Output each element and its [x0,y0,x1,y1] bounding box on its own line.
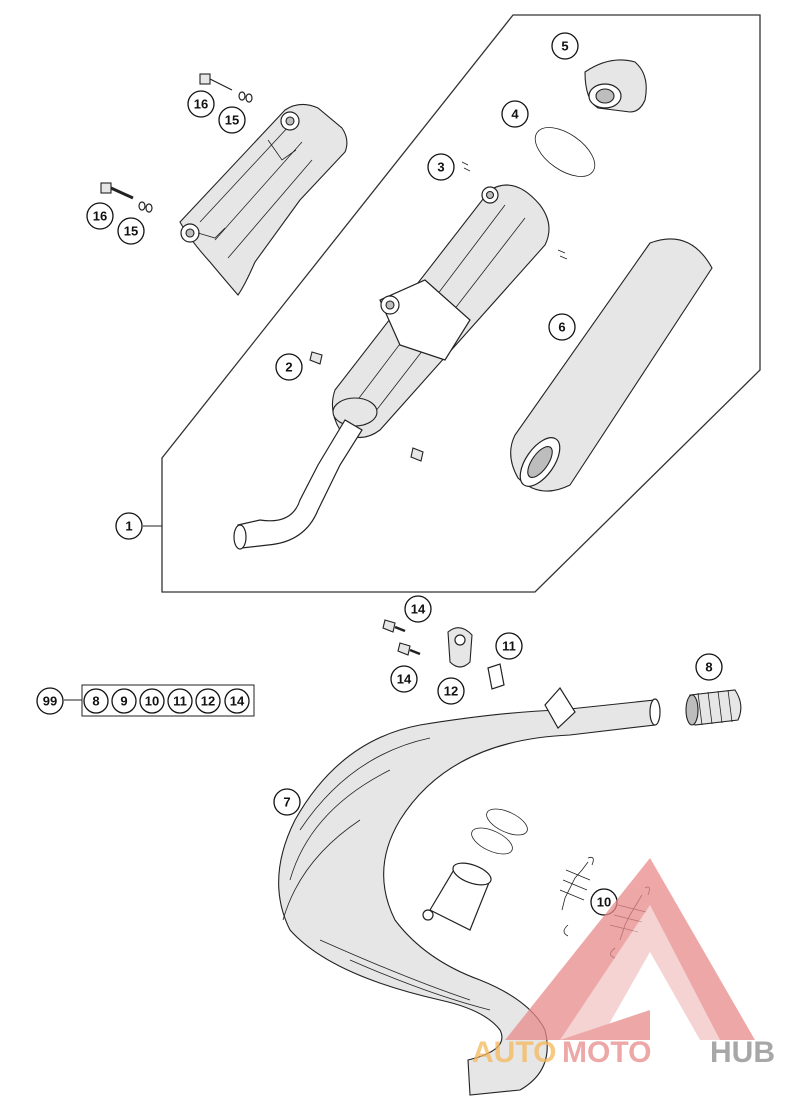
callout-3[interactable]: 3 [427,153,455,181]
svg-text:6: 6 [558,320,565,335]
svg-text:8: 8 [705,660,712,675]
svg-text:8: 8 [92,694,99,709]
svg-text:14: 14 [411,602,426,617]
callout-11[interactable]: 11 [495,632,523,660]
kit-item-12[interactable]: 12 [195,688,221,714]
svg-text:10: 10 [597,895,611,910]
svg-text:10: 10 [145,694,159,709]
o-ring [534,127,596,177]
callout-2[interactable]: 2 [275,353,303,381]
callout-5[interactable]: 5 [551,32,579,60]
svg-text:15: 15 [225,113,239,128]
svg-text:4: 4 [511,107,519,122]
bolt-upper [199,73,253,103]
kit-item-14[interactable]: 14 [224,688,250,714]
leader-lines [64,525,162,701]
watermark-logo: AUTO MOTO HUB [472,858,775,1069]
heat-shield [179,103,348,296]
callout-6[interactable]: 6 [548,313,576,341]
callout-99[interactable]: 99 [36,687,64,715]
kit-item-8[interactable]: 8 [83,688,109,714]
callout-16-upper[interactable]: 16 [187,90,215,118]
watermark-text-moto: MOTO [562,1036,651,1069]
callout-14-lower[interactable]: 14 [390,665,418,693]
gasket-upper [486,808,528,836]
kit-item-10[interactable]: 10 [139,688,165,714]
silencer-assembly-outline [161,14,761,593]
end-cap [584,59,647,113]
callout-12[interactable]: 12 [437,677,465,705]
silencer-body [233,184,550,550]
callout-16-lower[interactable]: 16 [86,202,114,230]
callout-14-upper[interactable]: 14 [404,595,432,623]
watermark-text-hub: HUB [710,1036,775,1069]
bracket-screws [382,619,421,656]
watermark-triangle [505,858,755,1040]
callout-8[interactable]: 8 [695,653,723,681]
rubber-sleeve [685,689,742,726]
svg-text:11: 11 [173,694,187,709]
clips [461,161,568,260]
callout-4[interactable]: 4 [501,100,529,128]
svg-text:3: 3 [437,160,444,175]
bracket-clamp [447,627,473,668]
svg-text:7: 7 [283,795,290,810]
svg-text:11: 11 [502,639,516,654]
kit-item-11[interactable]: 11 [167,688,193,714]
svg-text:12: 12 [444,684,458,699]
header-pipe [278,686,661,1096]
callout-15-lower[interactable]: 15 [117,217,145,245]
callout-7[interactable]: 7 [273,788,301,816]
silencer-tube [510,238,713,492]
svg-text:12: 12 [201,694,215,709]
svg-text:14: 14 [397,672,412,687]
svg-text:99: 99 [43,694,57,709]
svg-text:15: 15 [124,224,138,239]
svg-text:9: 9 [120,694,127,709]
spring-clip [487,663,505,690]
svg-text:16: 16 [93,209,107,224]
svg-text:14: 14 [230,694,245,709]
callout-1[interactable]: 1 [115,512,143,540]
bolt-lower [100,182,153,213]
svg-text:16: 16 [194,97,208,112]
svg-text:2: 2 [285,360,292,375]
kit-item-9[interactable]: 9 [111,688,137,714]
svg-text:5: 5 [561,39,568,54]
gasket-lower [471,827,513,855]
svg-text:1: 1 [125,519,132,534]
watermark-text-auto: AUTO [472,1036,556,1069]
screws [309,351,424,462]
callout-15-upper[interactable]: 15 [218,106,246,134]
